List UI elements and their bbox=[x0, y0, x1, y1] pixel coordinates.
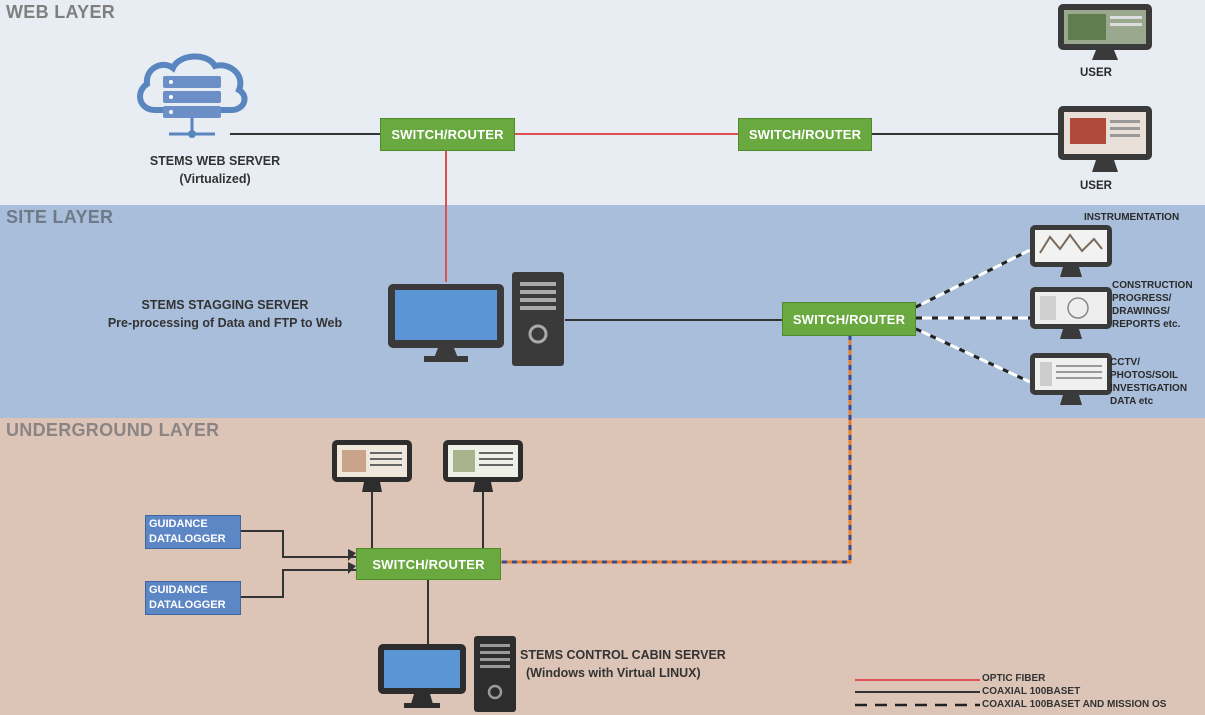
coax-datalogger2 bbox=[240, 569, 356, 598]
cctv-label: CCTV/ PHOTOS/SOIL INVESTIGATION DATA etc bbox=[1110, 357, 1188, 407]
staging-server-sub: Pre-processing of Data and FTP to Web bbox=[107, 316, 343, 330]
web-server-sub: (Virtualized) bbox=[179, 172, 251, 186]
underground-layer: UNDERGROUND LAYER bbox=[0, 418, 1205, 715]
user-monitor-icon bbox=[1058, 106, 1152, 172]
guidance-datalogger-1[interactable]: GUIDANCE DATALOGGER bbox=[145, 515, 241, 549]
underground-monitor-icon bbox=[332, 440, 412, 492]
instrumentation-label: INSTRUMENTATION bbox=[1084, 212, 1180, 223]
site-switch[interactable]: SWITCH/ROUTER bbox=[782, 302, 916, 336]
site-layer-title: SITE LAYER bbox=[6, 207, 114, 227]
cctv-monitor-icon bbox=[1030, 353, 1112, 405]
web-layer-title: WEB LAYER bbox=[6, 2, 116, 22]
control-cabin-server-label: STEMS CONTROL CABIN SERVER (Windows with… bbox=[520, 646, 770, 682]
staging-server-icon bbox=[388, 272, 564, 366]
construction-monitor-icon bbox=[1030, 287, 1112, 339]
mission-link-site-underground bbox=[500, 335, 852, 564]
underground-monitor-icon bbox=[443, 440, 523, 492]
cloud-server-icon bbox=[137, 53, 248, 138]
control-cabin-server-icon bbox=[378, 636, 516, 712]
instrumentation-monitor-icon bbox=[1030, 225, 1112, 277]
staging-server-name: STEMS STAGGING SERVER bbox=[141, 298, 309, 312]
user-monitor-icon bbox=[1058, 4, 1152, 60]
web-server-name: STEMS WEB SERVER bbox=[149, 154, 281, 168]
staging-server-label: STEMS STAGGING SERVER Pre-processing of … bbox=[60, 296, 390, 332]
legend-optic-fiber: OPTIC FIBER bbox=[982, 673, 1046, 684]
site-layer: SITE LAYER bbox=[0, 205, 1205, 418]
legend-coaxial: COAXIAL 100BASET bbox=[982, 686, 1081, 697]
legend-coaxial-mission: COAXIAL 100BASET AND MISSION OS bbox=[982, 699, 1167, 710]
web-switch-left[interactable]: SWITCH/ROUTER bbox=[380, 118, 515, 151]
underground-switch[interactable]: SWITCH/ROUTER bbox=[356, 548, 501, 580]
web-server-label: STEMS WEB SERVER (Virtualized) bbox=[110, 152, 320, 188]
mission-links-site-clients bbox=[913, 248, 1031, 384]
coax-datalogger1 bbox=[240, 530, 356, 558]
user-label-1: USER bbox=[1080, 67, 1112, 79]
user-label-2: USER bbox=[1080, 180, 1112, 192]
guidance-datalogger-2[interactable]: GUIDANCE DATALOGGER bbox=[145, 581, 241, 615]
control-cabin-server-sub: (Windows with Virtual LINUX) bbox=[526, 666, 701, 680]
control-cabin-server-name: STEMS CONTROL CABIN SERVER bbox=[520, 648, 726, 662]
underground-layer-title: UNDERGROUND LAYER bbox=[6, 420, 220, 440]
web-switch-right[interactable]: SWITCH/ROUTER bbox=[738, 118, 872, 151]
construction-label: CONSTRUCTION PROGRESS/ DRAWINGS/ REPORTS… bbox=[1112, 280, 1193, 330]
